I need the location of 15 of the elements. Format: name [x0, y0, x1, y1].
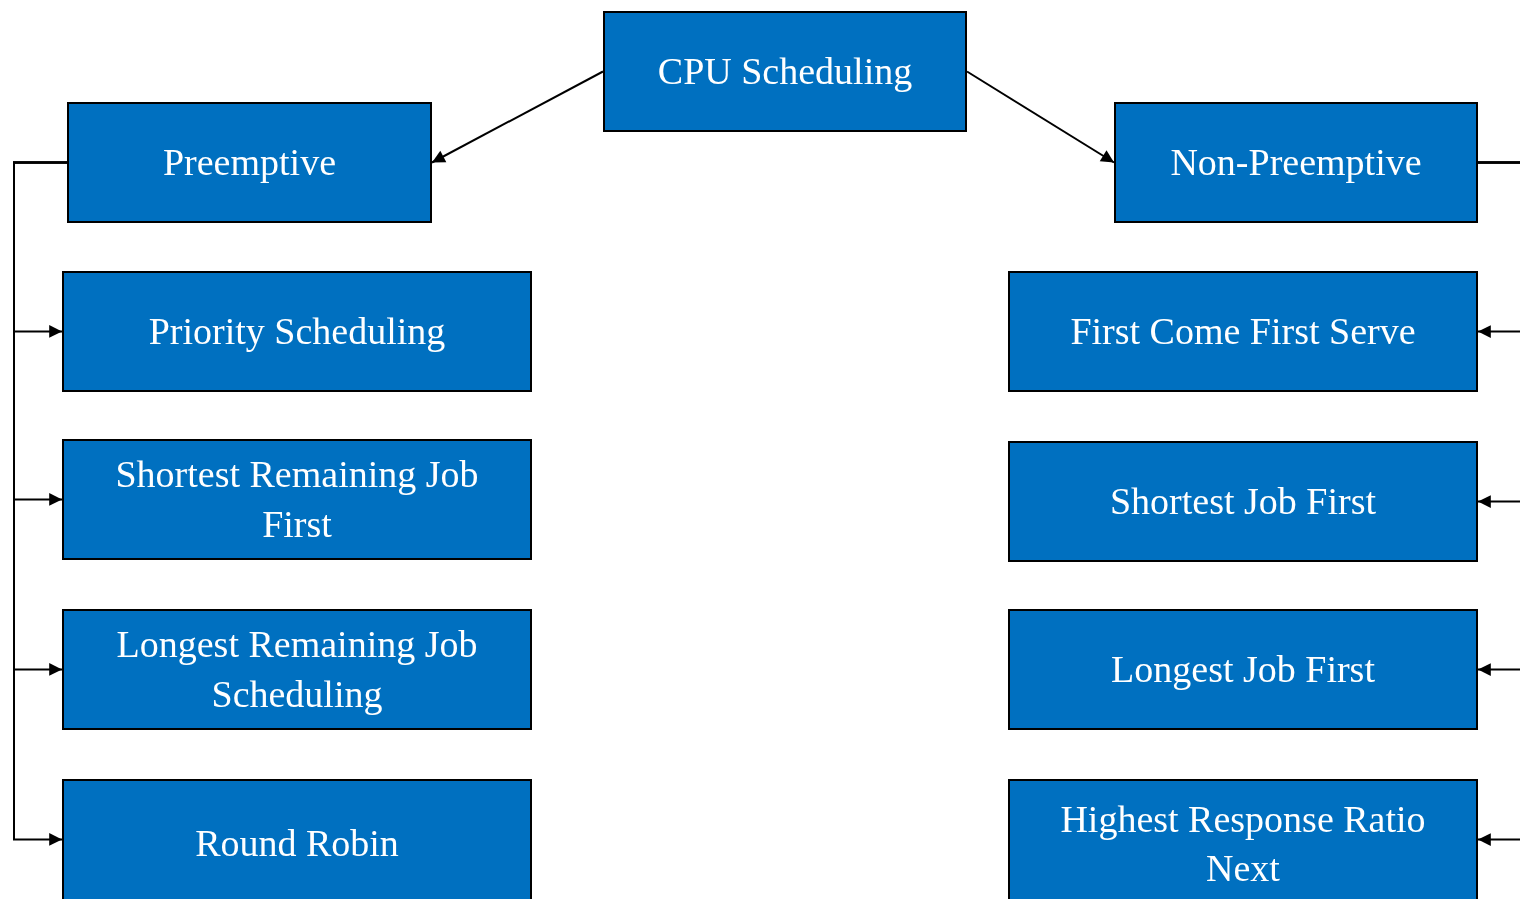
process-box: Highest Response Ratio Next [1008, 779, 1478, 899]
process-box: Shortest Remaining Job First [62, 439, 532, 560]
process-box: Preemptive [67, 102, 432, 223]
process-box: Longest Remaining Job Scheduling [62, 609, 532, 730]
process-box: Round Robin [62, 779, 532, 899]
process-box: Longest Job First [1008, 609, 1478, 730]
process-box: CPU Scheduling [603, 11, 967, 132]
process-box: Shortest Job First [1008, 441, 1478, 562]
arrow [1477, 161, 1520, 846]
arrow [13, 161, 68, 846]
arrow [431, 70, 604, 164]
process-box: Non-Preemptive [1114, 102, 1478, 223]
arrow [966, 70, 1115, 164]
process-box: First Come First Serve [1008, 271, 1478, 392]
process-box: Priority Scheduling [62, 271, 532, 392]
